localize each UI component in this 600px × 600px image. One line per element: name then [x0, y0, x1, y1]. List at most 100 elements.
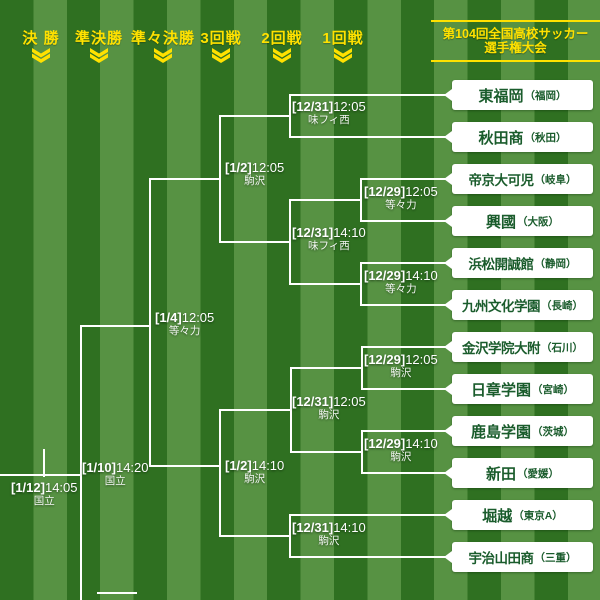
bracket-horizontal-line [291, 451, 362, 453]
match-time: 14:10 [251, 458, 285, 473]
match-venue: 駒沢 [390, 451, 412, 463]
team-box: 鹿島学園（茨城） [444, 416, 593, 446]
bracket-horizontal-line [220, 409, 291, 411]
down-chevron-icon [273, 48, 292, 63]
match-datetime: [12/31]12:05 [292, 394, 366, 409]
bracket-vertical-line [289, 199, 291, 285]
match-venue: 等々力 [385, 283, 417, 295]
match-time: 14:10 [333, 520, 366, 535]
team-name: 新田 [485, 465, 516, 483]
team-prefecture: （静岡） [534, 257, 577, 270]
bracket-horizontal-line [362, 388, 452, 390]
bracket-horizontal-line [361, 304, 452, 306]
team-box-tail [444, 257, 452, 269]
team-box-tail [444, 215, 452, 227]
title-top-border [431, 20, 600, 22]
match-date: [12/31] [292, 394, 334, 409]
team-prefecture: （大阪） [517, 215, 559, 228]
team-prefecture: （愛媛） [517, 467, 559, 480]
bracket-vertical-line [43, 449, 45, 477]
bracket-vertical-line [219, 409, 221, 537]
team-name: 秋田商 [478, 129, 524, 147]
match-venue: 駒沢 [318, 409, 340, 421]
bracket-vertical-line [289, 94, 291, 138]
bracket-vertical-line [361, 430, 363, 474]
match-time: 14:10 [405, 268, 438, 283]
bracket-horizontal-line [290, 283, 361, 285]
team-name: 日章学園 [470, 381, 531, 399]
team-box-tail [444, 551, 452, 563]
bracket-horizontal-line [220, 535, 290, 537]
team-box: 九州文化学園（長崎） [444, 290, 593, 320]
match-date: [12/31] [292, 99, 334, 114]
match-time: 12:05 [181, 310, 215, 325]
bracket-horizontal-line [0, 474, 81, 476]
bracket-horizontal-line [220, 115, 290, 117]
round-header-label: 1回戦 [322, 30, 364, 47]
match-time: 12:05 [251, 160, 285, 175]
match-time: 12:05 [405, 184, 438, 199]
match-date: [1/2] [225, 458, 252, 473]
team-box-tail [444, 299, 452, 311]
match-time: 14:10 [333, 225, 366, 240]
match-date: [1/4] [155, 310, 182, 325]
team-prefecture: （岐阜） [534, 173, 577, 186]
team-prefecture: （長崎） [541, 299, 583, 312]
match-date: [12/29] [364, 184, 406, 199]
bracket-vertical-line [290, 367, 292, 453]
match-time: 14:05 [44, 480, 78, 495]
bracket-vertical-line [219, 115, 221, 243]
team-name: 九州文化学園 [462, 299, 541, 314]
match-date: [12/29] [364, 352, 406, 367]
match-venue: 国立 [33, 495, 55, 507]
match-venue: 国立 [104, 475, 126, 487]
match-datetime: [1/2]14:10 [225, 458, 284, 473]
title-line1: 第104回全国高校サッカー [442, 27, 589, 41]
team-box: 新田（愛媛） [444, 458, 593, 488]
match-datetime: [12/29]12:05 [364, 184, 438, 199]
team-prefecture: （三重） [534, 551, 577, 564]
round-header-label: 2回戦 [261, 30, 303, 47]
team-box: 日章学園（宮崎） [444, 374, 593, 404]
tournament-title: 第104回全国高校サッカー 選手権大会 [431, 20, 600, 62]
bracket-horizontal-line [81, 325, 150, 327]
bracket-horizontal-line [290, 556, 452, 558]
match-date: [1/2] [225, 160, 252, 175]
team-name: 堀越 [482, 507, 513, 525]
match-date: [12/31] [292, 520, 334, 535]
team-prefecture: （秋田） [524, 131, 567, 144]
down-chevron-icon [90, 48, 109, 63]
double-down-chevron-icon [273, 48, 291, 63]
team-name: 浜松開誠館 [468, 257, 535, 272]
team-name: 鹿島学園 [470, 423, 531, 441]
team-prefecture: （宮崎） [532, 383, 574, 396]
team-prefecture: （石川） [541, 341, 583, 354]
match-datetime: [1/12]14:05 [11, 480, 78, 495]
match-date: [1/10] [82, 460, 116, 475]
bracket-horizontal-line [97, 592, 137, 594]
bracket-horizontal-line [290, 94, 452, 96]
match-datetime: [12/31]14:10 [292, 520, 366, 535]
bracket-horizontal-line [220, 241, 290, 243]
team-box-tail [444, 425, 452, 437]
bracket-horizontal-line [361, 220, 452, 222]
team-name: 興國 [485, 213, 516, 231]
team-box-tail [444, 341, 452, 353]
down-chevron-icon [154, 48, 173, 63]
bracket-horizontal-line [290, 199, 361, 201]
team-name: 帝京大可児 [468, 173, 535, 188]
bracket-horizontal-line [362, 472, 452, 474]
match-venue: 駒沢 [244, 473, 266, 485]
team-name: 東福岡 [478, 87, 524, 105]
match-venue: 等々力 [168, 325, 201, 337]
match-datetime: [1/2]12:05 [225, 160, 284, 175]
